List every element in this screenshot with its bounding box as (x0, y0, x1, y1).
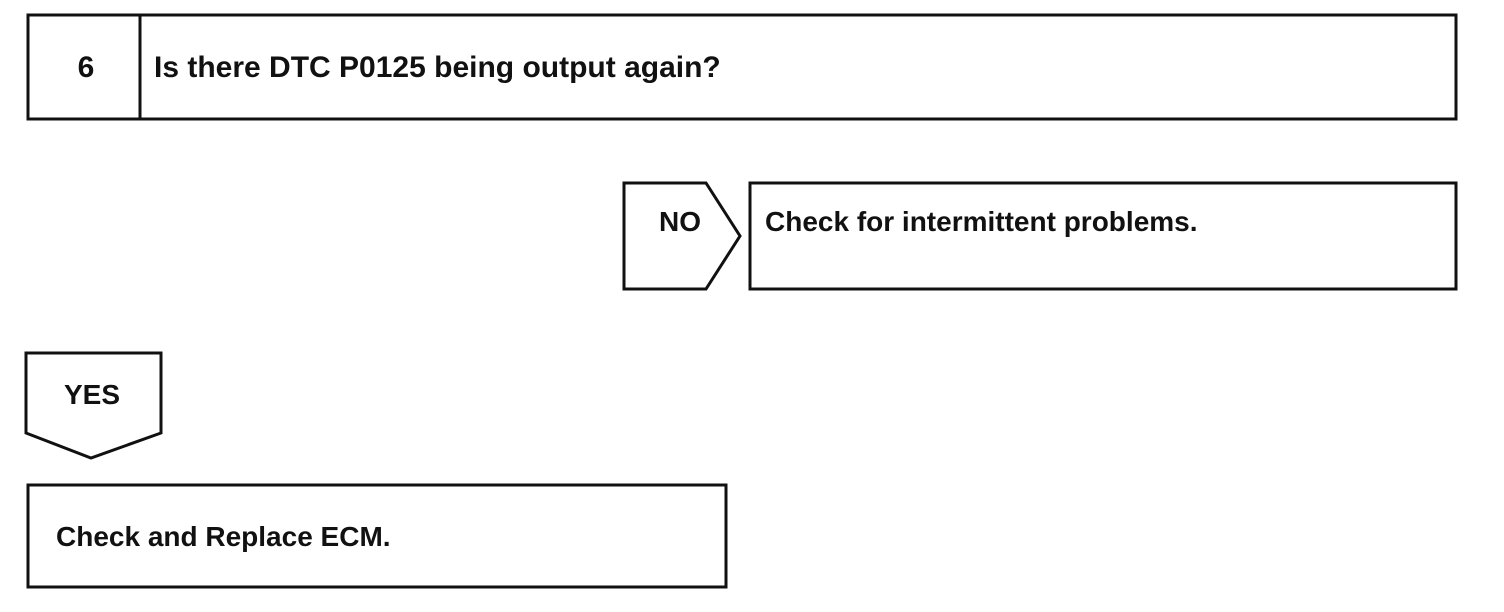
yes-label: YES (64, 379, 120, 410)
no-arrow (622, 181, 742, 291)
no-branch: NO Check for intermittent problems. (622, 181, 1458, 291)
yes-action-text: Check and Replace ECM. (56, 521, 391, 552)
no-action-box (748, 181, 1458, 291)
step-question: Is there DTC P0125 being output again? (154, 51, 721, 84)
no-label: NO (659, 206, 701, 237)
no-action-text: Check for intermittent problems. (765, 206, 1198, 237)
step-number: 6 (78, 51, 95, 84)
yes-branch: YES Check and Replace ECM. (24, 351, 728, 589)
yes-arrow (24, 351, 163, 460)
step-box-frame (26, 13, 1458, 121)
step-box: 6 Is there DTC P0125 being output again? (26, 13, 1458, 121)
yes-action-box (26, 483, 728, 589)
